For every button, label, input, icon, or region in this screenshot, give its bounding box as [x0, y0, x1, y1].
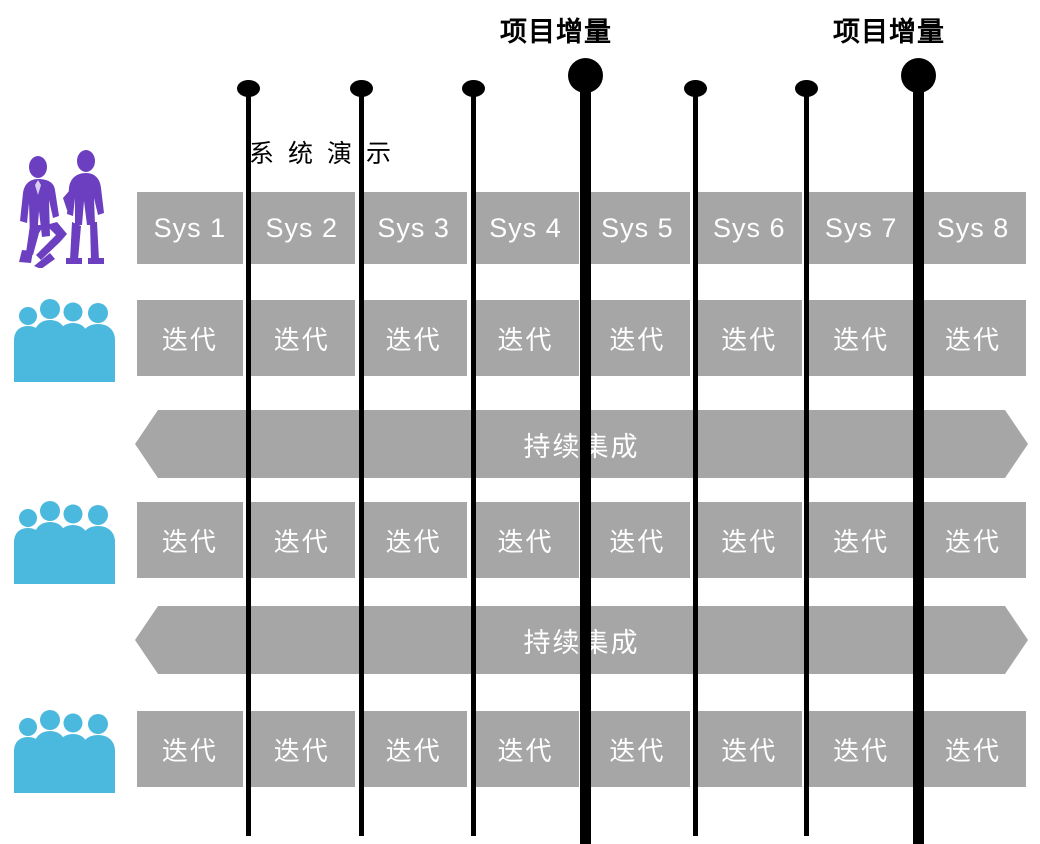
iteration-cell-r1-4: 迭代 [472, 300, 579, 376]
program-increment-label-1: 项目增量 [500, 17, 612, 48]
iteration-cell-r2-7: 迭代 [808, 502, 915, 578]
iteration-cell-r1-6: 迭代 [696, 300, 803, 376]
system-demo-label: 系统演示 [249, 139, 406, 168]
agile-team-icon-2 [8, 498, 123, 584]
iteration-band-row-1: 迭代迭代迭代迭代迭代迭代迭代迭代 [137, 300, 1026, 376]
iteration-pin-1 [236, 80, 260, 97]
program-increment-label-2: 项目增量 [833, 17, 945, 48]
iteration-cell-r1-1: 迭代 [137, 300, 243, 376]
system-cell-3: Sys 3 [360, 192, 467, 264]
iteration-cell-r1-8: 迭代 [920, 300, 1026, 376]
cadence-line-4 [579, 88, 591, 844]
system-cell-4: Sys 4 [472, 192, 579, 264]
system-cell-5: Sys 5 [584, 192, 691, 264]
system-cell-6: Sys 6 [696, 192, 803, 264]
iteration-cell-r2-2: 迭代 [248, 502, 355, 578]
iteration-cell-r1-7: 迭代 [808, 300, 915, 376]
iteration-cell-r2-8: 迭代 [920, 502, 1026, 578]
iteration-band-row-3: 迭代迭代迭代迭代迭代迭代迭代迭代 [137, 711, 1026, 787]
iteration-cell-r2-5: 迭代 [584, 502, 691, 578]
cadence-line-7 [912, 88, 924, 844]
iteration-cell-r3-5: 迭代 [584, 711, 691, 787]
iteration-pin-2 [349, 80, 373, 97]
agile-team-icon-1 [8, 296, 123, 382]
business-owners-icon [8, 146, 118, 268]
iteration-cell-r1-5: 迭代 [584, 300, 691, 376]
system-cell-7: Sys 7 [808, 192, 915, 264]
iteration-cell-r3-1: 迭代 [137, 711, 243, 787]
iteration-cell-r1-2: 迭代 [248, 300, 355, 376]
iteration-band-row-2: 迭代迭代迭代迭代迭代迭代迭代迭代 [137, 502, 1026, 578]
agile-team-icon-3 [8, 707, 123, 793]
iteration-cell-r3-7: 迭代 [808, 711, 915, 787]
cadence-line-3 [470, 92, 476, 836]
iteration-cell-r2-6: 迭代 [696, 502, 803, 578]
iteration-cell-r2-1: 迭代 [137, 502, 243, 578]
iteration-pin-6 [794, 80, 818, 97]
iteration-cell-r3-3: 迭代 [360, 711, 467, 787]
program-increment-pin-4 [567, 58, 603, 93]
iteration-pin-5 [683, 80, 707, 97]
cadence-line-5 [692, 92, 698, 836]
iteration-cell-r2-3: 迭代 [360, 502, 467, 578]
system-cell-8: Sys 8 [920, 192, 1026, 264]
iteration-cell-r2-4: 迭代 [472, 502, 579, 578]
iteration-cell-r1-3: 迭代 [360, 300, 467, 376]
cadence-line-6 [803, 92, 809, 836]
program-increment-pin-7 [900, 58, 936, 93]
system-cell-1: Sys 1 [137, 192, 243, 264]
iteration-pin-3 [461, 80, 485, 97]
iteration-cell-r3-8: 迭代 [920, 711, 1026, 787]
cadence-line-1 [245, 92, 251, 836]
system-cell-2: Sys 2 [248, 192, 355, 264]
iteration-cell-r3-4: 迭代 [472, 711, 579, 787]
cadence-line-2 [358, 92, 364, 836]
iteration-cell-r3-6: 迭代 [696, 711, 803, 787]
iteration-cell-r3-2: 迭代 [248, 711, 355, 787]
